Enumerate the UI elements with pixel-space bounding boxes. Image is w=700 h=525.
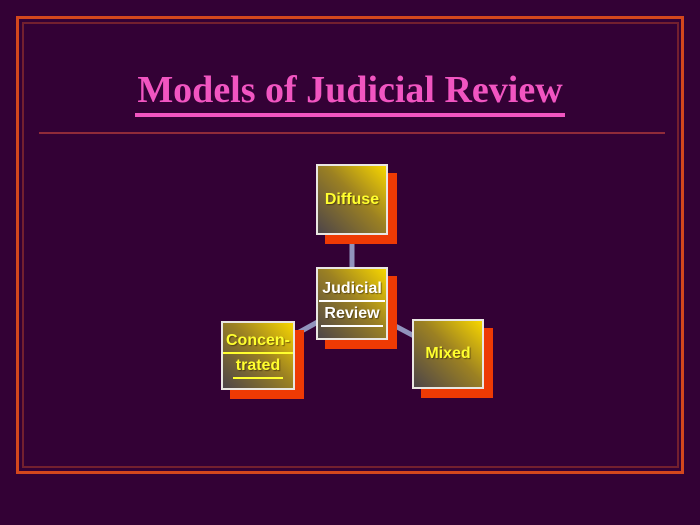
diagram-node-diffuse[interactable]: Diffuse <box>316 164 388 235</box>
slide-outer-border <box>16 16 684 474</box>
node-label: Review <box>321 304 383 327</box>
node-label: Mixed <box>425 345 471 362</box>
diagram-node-concentrated[interactable]: Concen- trated <box>221 321 295 390</box>
diagram-node-judicial-review[interactable]: Judicial Review <box>316 267 388 340</box>
node-label: trated <box>232 356 284 379</box>
slide-title: Models of Judicial Review <box>135 70 565 117</box>
node-label: Judicial <box>319 279 385 302</box>
diagram-node-mixed[interactable]: Mixed <box>412 319 484 389</box>
slide-header: Models of Judicial Review <box>0 70 700 117</box>
node-label: Concen- <box>223 331 293 354</box>
slide-inner-border <box>22 22 679 468</box>
title-divider-line <box>39 132 665 134</box>
node-label: Diffuse <box>324 190 380 208</box>
